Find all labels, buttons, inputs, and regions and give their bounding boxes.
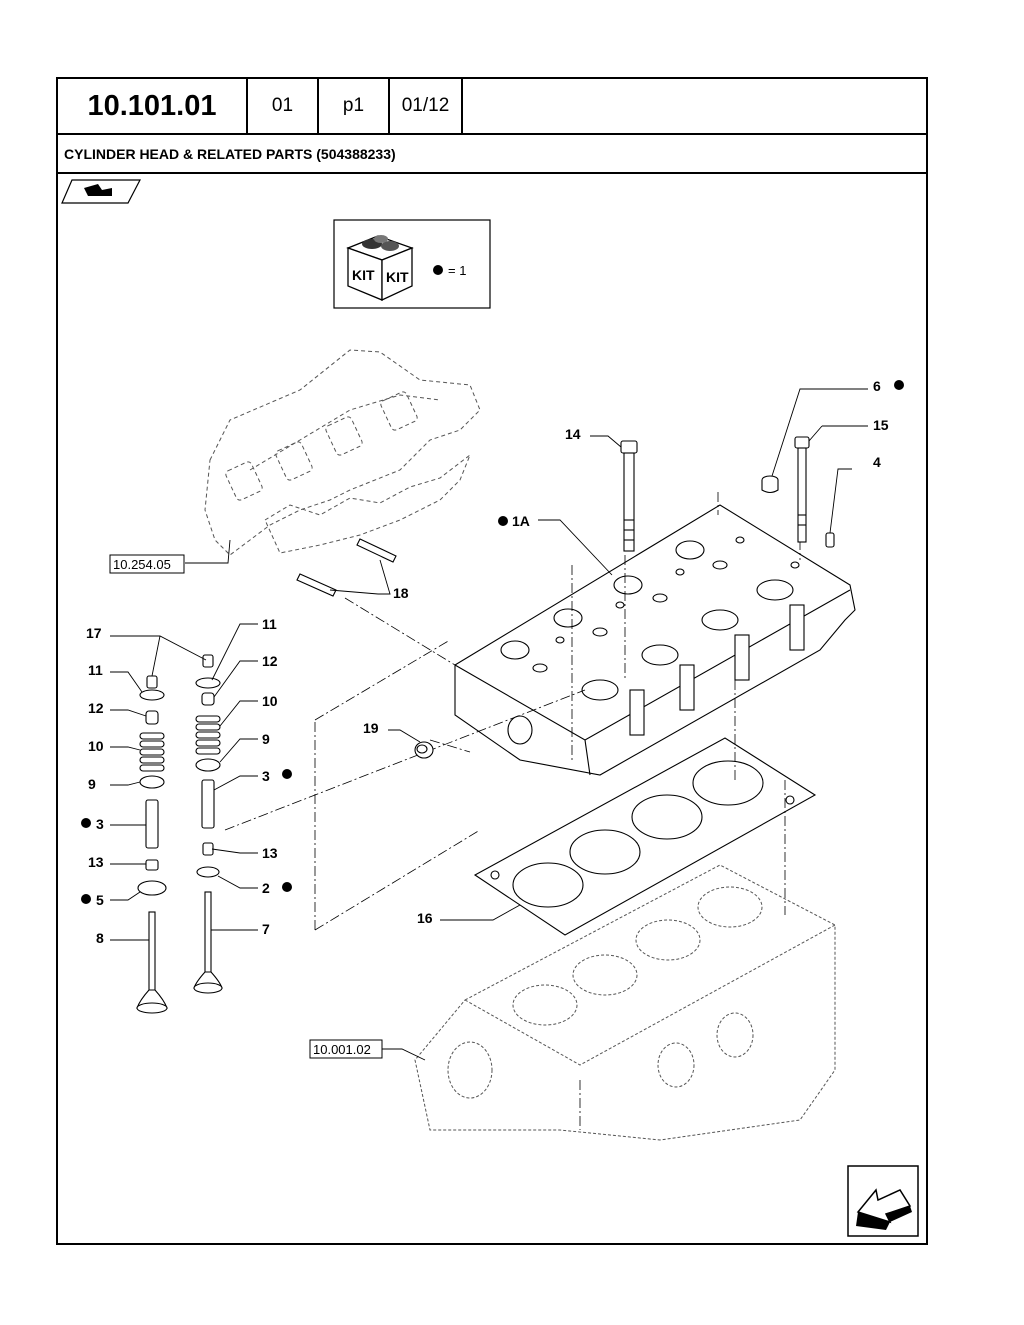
ref-exhaust-manifold[interactable]: 10.254.05 xyxy=(113,557,171,572)
callout-7: 7 xyxy=(262,921,270,937)
arrow-forward-icon[interactable] xyxy=(61,179,141,204)
kit-bullet-icon xyxy=(81,818,91,828)
kit-bullet-icon xyxy=(433,265,443,275)
kit-equals-label: = 1 xyxy=(448,263,466,278)
ref-engine-block[interactable]: 10.001.02 xyxy=(313,1042,371,1057)
kit-bullets xyxy=(81,380,904,904)
plug-part-drawing xyxy=(414,741,434,759)
callout-8: 8 xyxy=(96,930,104,946)
valve-stack-left xyxy=(136,675,168,1014)
reference-box-exhaust[interactable]: 10.254.05 xyxy=(109,554,185,574)
callout-14: 14 xyxy=(565,426,581,442)
callout-10-right: 10 xyxy=(262,693,278,709)
callout-10-left: 10 xyxy=(88,738,104,754)
callout-17: 17 xyxy=(86,625,102,641)
callout-4: 4 xyxy=(873,454,881,470)
callout-labels: 6 15 4 14 1A 18 19 16 17 11 12 10 9 3 13… xyxy=(86,378,889,946)
exhaust-manifold-phantom xyxy=(204,349,481,556)
head-bolt-drawing xyxy=(620,440,638,552)
page-frame xyxy=(56,77,928,1245)
callout-5: 5 xyxy=(96,892,104,908)
kit-text-left: KIT xyxy=(352,267,375,283)
valve-stack-right xyxy=(193,654,223,994)
kit-box-icon: KIT KIT xyxy=(346,235,414,302)
callout-19: 19 xyxy=(363,720,379,736)
callout-12-right: 12 xyxy=(262,653,278,669)
callout-13-right: 13 xyxy=(262,845,278,861)
alignment-lines xyxy=(224,492,801,1130)
kit-bullet-icon xyxy=(81,894,91,904)
kit-bullet-icon xyxy=(894,380,904,390)
page-title: CYLINDER HEAD & RELATED PARTS (504388233… xyxy=(56,133,928,174)
kit-bullet-icon xyxy=(282,882,292,892)
callout-15: 15 xyxy=(873,417,889,433)
callout-18: 18 xyxy=(393,585,409,601)
kit-bullet-icon xyxy=(498,516,508,526)
callout-3-right: 3 xyxy=(262,768,270,784)
kit-bullet-icon xyxy=(282,769,292,779)
cap-part-drawing xyxy=(761,475,779,494)
short-bolt-drawing xyxy=(794,436,810,543)
leader-lines xyxy=(110,388,868,1061)
callout-16: 16 xyxy=(417,910,433,926)
head-gasket-drawing xyxy=(473,737,817,936)
callout-9-left: 9 xyxy=(88,776,96,792)
callout-11-left: 11 xyxy=(88,662,103,678)
callout-3-left: 3 xyxy=(96,816,104,832)
dowel-pin-drawing xyxy=(825,532,835,548)
callout-13-left: 13 xyxy=(88,854,104,870)
callout-1a: 1A xyxy=(512,513,530,529)
callout-12-left: 12 xyxy=(88,700,104,716)
next-page-arrow-icon[interactable] xyxy=(847,1165,919,1237)
kit-text-right: KIT xyxy=(386,269,409,285)
callout-6: 6 xyxy=(873,378,881,394)
studs-drawing xyxy=(296,538,397,597)
reference-box-block[interactable]: 10.001.02 xyxy=(309,1039,383,1059)
cylinder-head-drawing xyxy=(454,504,856,776)
callout-11-right: 11 xyxy=(262,616,277,632)
callout-2: 2 xyxy=(262,880,270,896)
kit-legend: KIT KIT = 1 xyxy=(333,219,491,309)
callout-9-right: 9 xyxy=(262,731,270,747)
engine-block-phantom xyxy=(414,864,836,1141)
